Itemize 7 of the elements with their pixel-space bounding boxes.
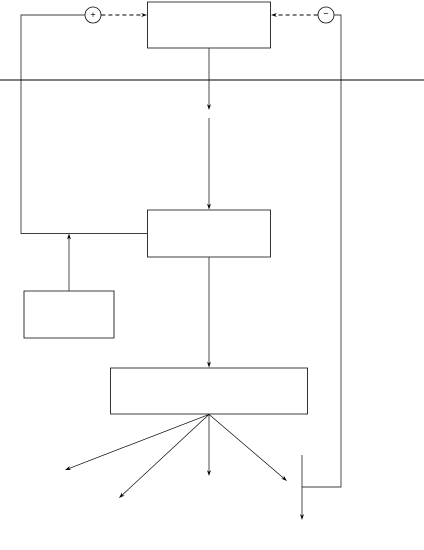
connector-line — [20, 14, 148, 234]
process-box — [110, 368, 308, 414]
process-box — [147, 2, 271, 48]
process-box — [24, 290, 114, 338]
arrow — [208, 414, 287, 481]
arrow — [119, 414, 210, 498]
process-box — [147, 210, 271, 258]
